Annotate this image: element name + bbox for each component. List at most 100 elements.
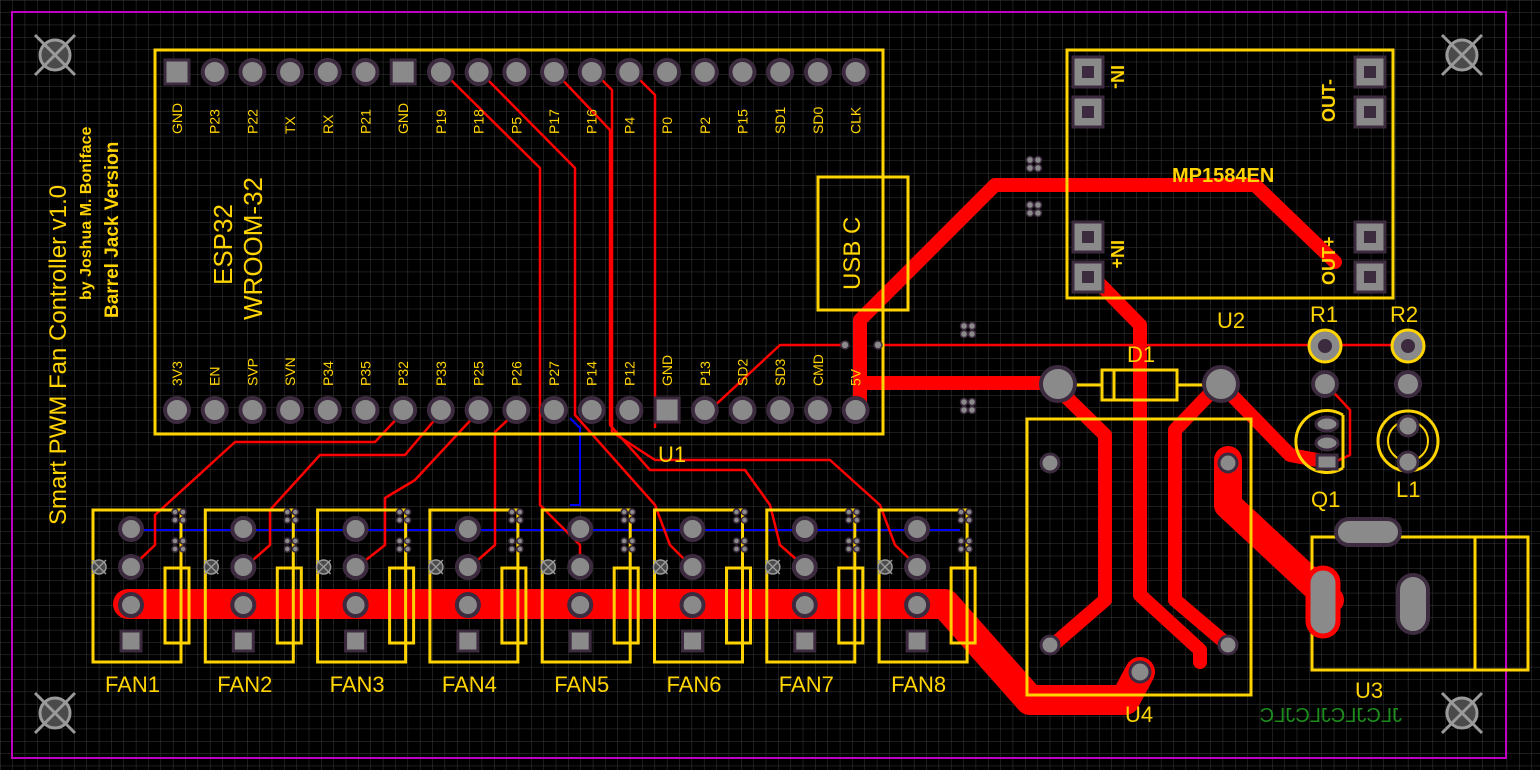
regulator-designator: U2 [1217, 308, 1245, 333]
esp32-top-pin-label: P16 [584, 109, 600, 134]
esp32-bottom-pin-label: P12 [621, 361, 637, 386]
esp32-bottom-pin [690, 396, 719, 424]
title-line2: by Joshua M. Boniface [78, 127, 95, 300]
esp32-bottom-pin [841, 396, 870, 424]
esp32-bottom-pin [653, 396, 681, 424]
r1-label: R1 [1310, 302, 1338, 327]
esp32-top-pin-label: P18 [471, 109, 487, 134]
esp32-bottom-pin-label: P13 [697, 361, 713, 386]
transistor-q1: Q1 [1294, 409, 1345, 512]
esp32-bottom-pin-label: 3V3 [169, 361, 185, 386]
label-out-pos: OUT+ [1319, 236, 1339, 285]
esp32-bottom-pin-label: P25 [471, 361, 487, 386]
esp32-top-pin-label: RX [320, 114, 336, 134]
fan-label: FAN6 [667, 672, 722, 697]
fan-connector: FAN4 [428, 508, 528, 697]
power-traces [113, 178, 1344, 715]
esp32-bottom-pin-label: P14 [584, 361, 600, 386]
usb-c-label: USB C [839, 217, 866, 290]
l1-label: L1 [1396, 477, 1420, 502]
esp32-top-pin [540, 58, 568, 86]
esp32-top-pin [615, 58, 644, 86]
esp32-top-pin [200, 58, 229, 86]
esp32-bottom-pin-label: SVP [244, 358, 260, 386]
esp32-top-pin [426, 58, 455, 86]
esp32-top-pin-label: CLK [848, 106, 864, 134]
regulator-name: MP1584EN [1172, 165, 1274, 187]
esp32-bottom-pin-label: SD2 [735, 359, 751, 386]
fan-connector: FAN7 [765, 508, 865, 697]
esp32-top-pin [276, 58, 305, 86]
fan-connector: FAN5 [540, 508, 640, 697]
label-in-pos: IN+ [1107, 240, 1127, 269]
esp32-top-pin-label: P5 [508, 117, 524, 134]
resistors: R1 R2 [1307, 302, 1426, 398]
title-line1: Smart PWM Fan Controller v1.0 [45, 185, 72, 525]
esp32-bottom-pin [163, 396, 191, 424]
fan-connector: FAN8 [877, 508, 977, 697]
esp32-model: WROOM-32 [238, 177, 268, 320]
esp32-top-pin [389, 58, 417, 86]
esp32-top-pin [728, 58, 757, 86]
esp32-bottom-pin [426, 396, 455, 424]
esp32-top-pin [351, 58, 380, 86]
esp32-bottom-pin-label: 5V [848, 368, 864, 386]
usb-c-outline [816, 175, 910, 312]
esp32-top-pin-label: P0 [659, 117, 675, 134]
esp32-top-pin-label: P4 [621, 117, 637, 134]
esp32-bottom-pin-label: P27 [546, 361, 562, 386]
mounting-holes [33, 33, 1484, 735]
u4-label: U4 [1125, 702, 1153, 727]
esp32-bottom-pin-label: EN [207, 367, 223, 386]
capacitor-u4: U4 [1025, 417, 1253, 727]
title-block: Smart PWM Fan Controller v1.0 by Joshua … [45, 127, 123, 525]
esp32-top-pin [841, 58, 870, 86]
fan-label: FAN3 [330, 672, 385, 697]
fan-label: FAN1 [105, 672, 160, 697]
d1-label: D1 [1127, 342, 1155, 367]
fan-connector: FAN6 [652, 508, 752, 697]
esp32-top-pin [502, 58, 531, 86]
esp32-top-pin [803, 58, 832, 86]
bottom-traces [140, 417, 960, 531]
u3-label: U3 [1355, 678, 1383, 703]
esp32-top-pin-label: P17 [546, 109, 562, 134]
diode-d1: D1 [1039, 342, 1240, 403]
esp32-top-pin [766, 58, 795, 86]
esp32-bottom-pin-label: SVN [282, 357, 298, 386]
esp32-bottom-pin [540, 396, 568, 424]
label-out-neg: OUT- [1319, 79, 1339, 122]
fan-label: FAN2 [217, 672, 272, 697]
fan-connector: FAN3 [315, 508, 416, 697]
esp32-top-pin [577, 58, 606, 86]
mp1584en-module: MP1584EN U2 IN- IN+ OUT- OUT+ [1065, 48, 1395, 333]
esp32-bottom-pin [502, 396, 531, 424]
esp32-bottom-pin-label: CMD [810, 354, 826, 386]
esp32-top-pin [690, 58, 719, 86]
board-outline [11, 11, 1507, 759]
esp32-bottom-pin [577, 396, 606, 424]
fan-label: FAN4 [442, 672, 497, 697]
esp32-top-pin-label: P2 [697, 117, 713, 134]
fan-label: FAN5 [554, 672, 609, 697]
esp32-top-pin [653, 58, 682, 86]
fan-label: FAN7 [779, 672, 834, 697]
esp32-bottom-pin [276, 396, 305, 424]
esp32-bottom-pin [200, 396, 229, 424]
q1-label: Q1 [1311, 487, 1340, 512]
esp32-bottom-pin-label: P32 [395, 361, 411, 386]
esp32-bottom-pin [728, 396, 757, 424]
signal-traces [131, 71, 1408, 568]
esp32-bottom-pin [351, 396, 380, 424]
bottom-silk-text: JLCJLCJLCJLC [1260, 705, 1402, 727]
label-in-neg: IN- [1107, 65, 1127, 89]
esp32-top-pin-label: P23 [207, 109, 223, 134]
esp32-bottom-pin-label: P33 [433, 361, 449, 386]
r2-label: R2 [1390, 302, 1418, 327]
led-l1: L1 [1376, 409, 1440, 502]
esp32-top-pin-label: GND [169, 103, 185, 134]
esp32-name: ESP32 [208, 204, 238, 285]
